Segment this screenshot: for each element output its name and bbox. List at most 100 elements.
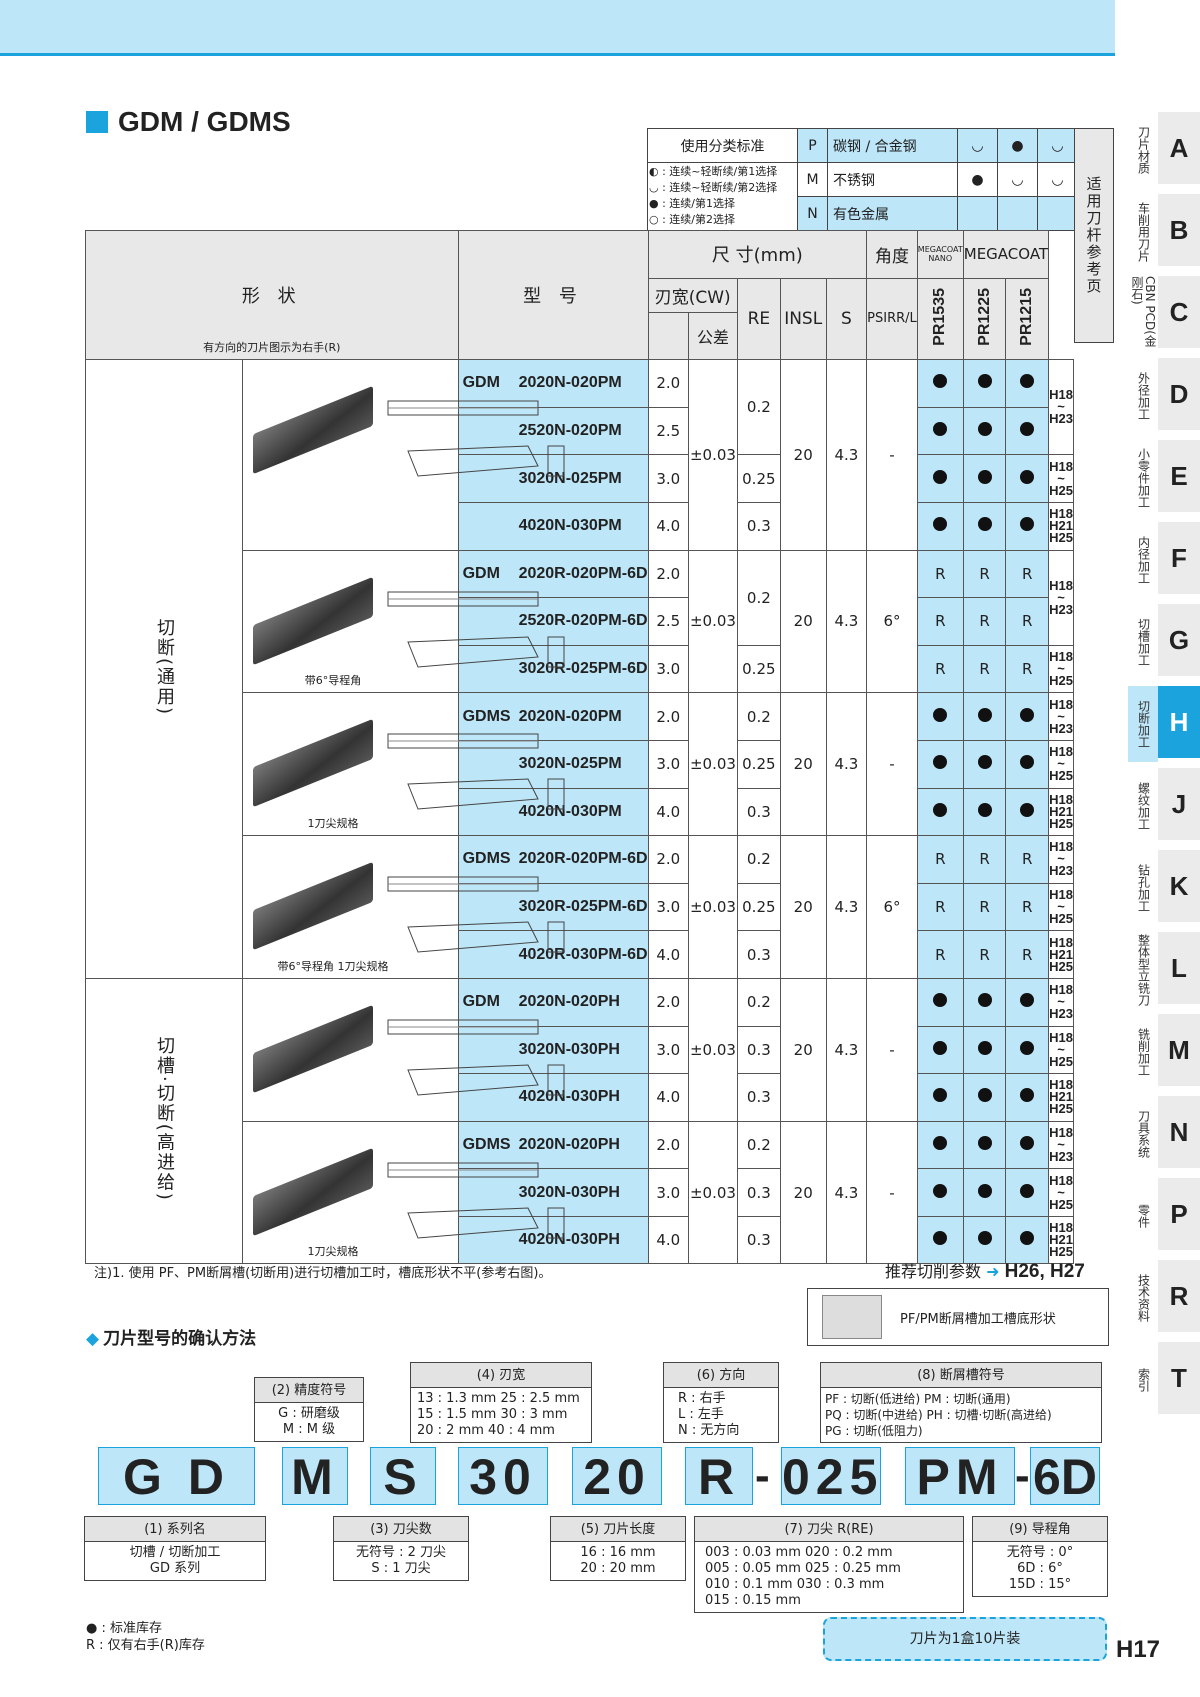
grade-stock-cell [962,787,1007,837]
holder-page-cell[interactable]: H18 ~ H25 [1048,644,1074,694]
chapter-tab-letter: R [1158,1260,1200,1336]
shape-header: 形 状 有方向的刀片图示为右手(R) [85,229,459,361]
grade-stock-cell [962,1073,1007,1122]
insert-photo [253,1004,373,1094]
re-cell: 0.25 [736,454,781,503]
cw-cell: 2.0 [647,359,690,408]
holder-page-cell[interactable]: H18 H21 H25 [1048,501,1074,551]
insl-cell: 20 [779,835,827,979]
re-cell: 0.3 [736,1073,781,1122]
psir-cell: - [866,1120,918,1265]
holder-page-cell[interactable]: H18 H21 H25 [1048,1215,1074,1265]
holder-page-cell[interactable]: H18 H21 H25 [1048,1073,1074,1122]
grade-stock-cell: R [1005,835,1050,884]
tol-cell: ±0.03 [688,835,738,979]
holder-page-cell[interactable]: H18 ~ H23 [1048,977,1074,1027]
holder-page-cell[interactable]: H18 ~ H25 [1048,1168,1074,1217]
angle-header: 角度 [866,230,918,279]
stock-dot-icon [1020,755,1035,770]
stock-dot-icon [933,517,948,532]
grade-stock-cell: R [916,930,964,979]
stock-dot-icon [1020,1040,1035,1055]
insl-cell: 20 [779,1120,827,1265]
chapter-tab-letter: H [1158,686,1200,762]
code-precision: M [282,1447,348,1505]
stock-dot-icon [1020,1183,1035,1198]
grade-key-header: 使用分类标准 [647,128,798,163]
section-title: ◆刀片型号的确认方法 [86,1329,257,1349]
chapter-tab-letter: D [1158,358,1200,434]
chapter-tab-letter: J [1158,768,1200,844]
insert-image: 带6°导程角 1刀尖规格 [242,835,565,979]
holder-page-cell[interactable]: H18 ~ H25 [1048,739,1074,789]
grade-key-material: 不锈钢 [827,162,958,197]
stock-dot-icon [977,1135,992,1150]
grade-stock-cell [1005,739,1050,789]
stock-dot-icon [933,469,948,484]
insl-header: INSL [779,277,827,361]
holder-page-cell[interactable]: H18 ~ H23 [1048,549,1074,646]
stock-dot-icon [1020,802,1035,817]
holder-page-cell[interactable]: H18 ~ H23 [1048,692,1074,741]
holder-page-cell[interactable]: H18 H21 H25 [1048,787,1074,837]
chapter-tab-c[interactable]: CBN PCD(金刚石)C [1128,276,1200,352]
recommend-pages-link[interactable]: H26, H27 [1004,1261,1085,1282]
grade-stock-cell: R [962,930,1007,979]
grade-key-mark [957,196,998,231]
holder-page-cell[interactable]: H18 ~ H23 [1048,1120,1074,1170]
stock-dot-icon [933,1183,948,1198]
holder-page-cell[interactable]: H18 ~ H25 [1048,882,1074,932]
cw-cell: 3.0 [647,1168,690,1217]
insl-cell: 20 [779,359,827,551]
insert-image: 1刀尖规格 [242,1120,565,1265]
insert-image [242,977,565,1122]
holder-page-cell[interactable]: H18 ~ H23 [1048,835,1074,884]
stock-dot-icon [1020,374,1035,389]
model-cell: 4020N-030PH [457,1215,649,1265]
cw-cell: 3.0 [647,644,690,694]
re-cell: 0.2 [736,549,781,646]
holder-page-cell[interactable]: H18 ~ H25 [1048,1025,1074,1075]
grade-stock-cell [1005,1168,1050,1217]
grade-stock-cell [1005,1073,1050,1122]
insert-caption: 带6°导程角 [304,674,362,688]
grade-stock-cell [916,406,964,456]
holder-page-cell[interactable]: H18 ~ H25 [1048,454,1074,503]
chapter-tab-label: 车削用刀片 [1136,202,1151,262]
grade-stock-cell: R [916,549,964,599]
holder-page-cell[interactable]: H18 H21 H25 [1048,930,1074,979]
code-direction: R [685,1447,753,1505]
s-cell: 4.3 [825,549,868,694]
insert-drawing [387,733,565,810]
holder-page-cell[interactable]: H18 ~ H23 [1048,359,1074,456]
stock-dot-icon [1020,1231,1035,1246]
chapter-tab-label: 小零件加工 [1136,448,1151,508]
tol-cell: ±0.03 [688,692,738,837]
re-header: RE [736,277,781,361]
grade-key-code: M [797,162,828,197]
grade-stock-cell [1005,1120,1050,1170]
cw-cell: 2.5 [647,597,690,646]
grade-key-code: P [797,128,828,163]
grade-stock-cell: R [962,597,1007,646]
